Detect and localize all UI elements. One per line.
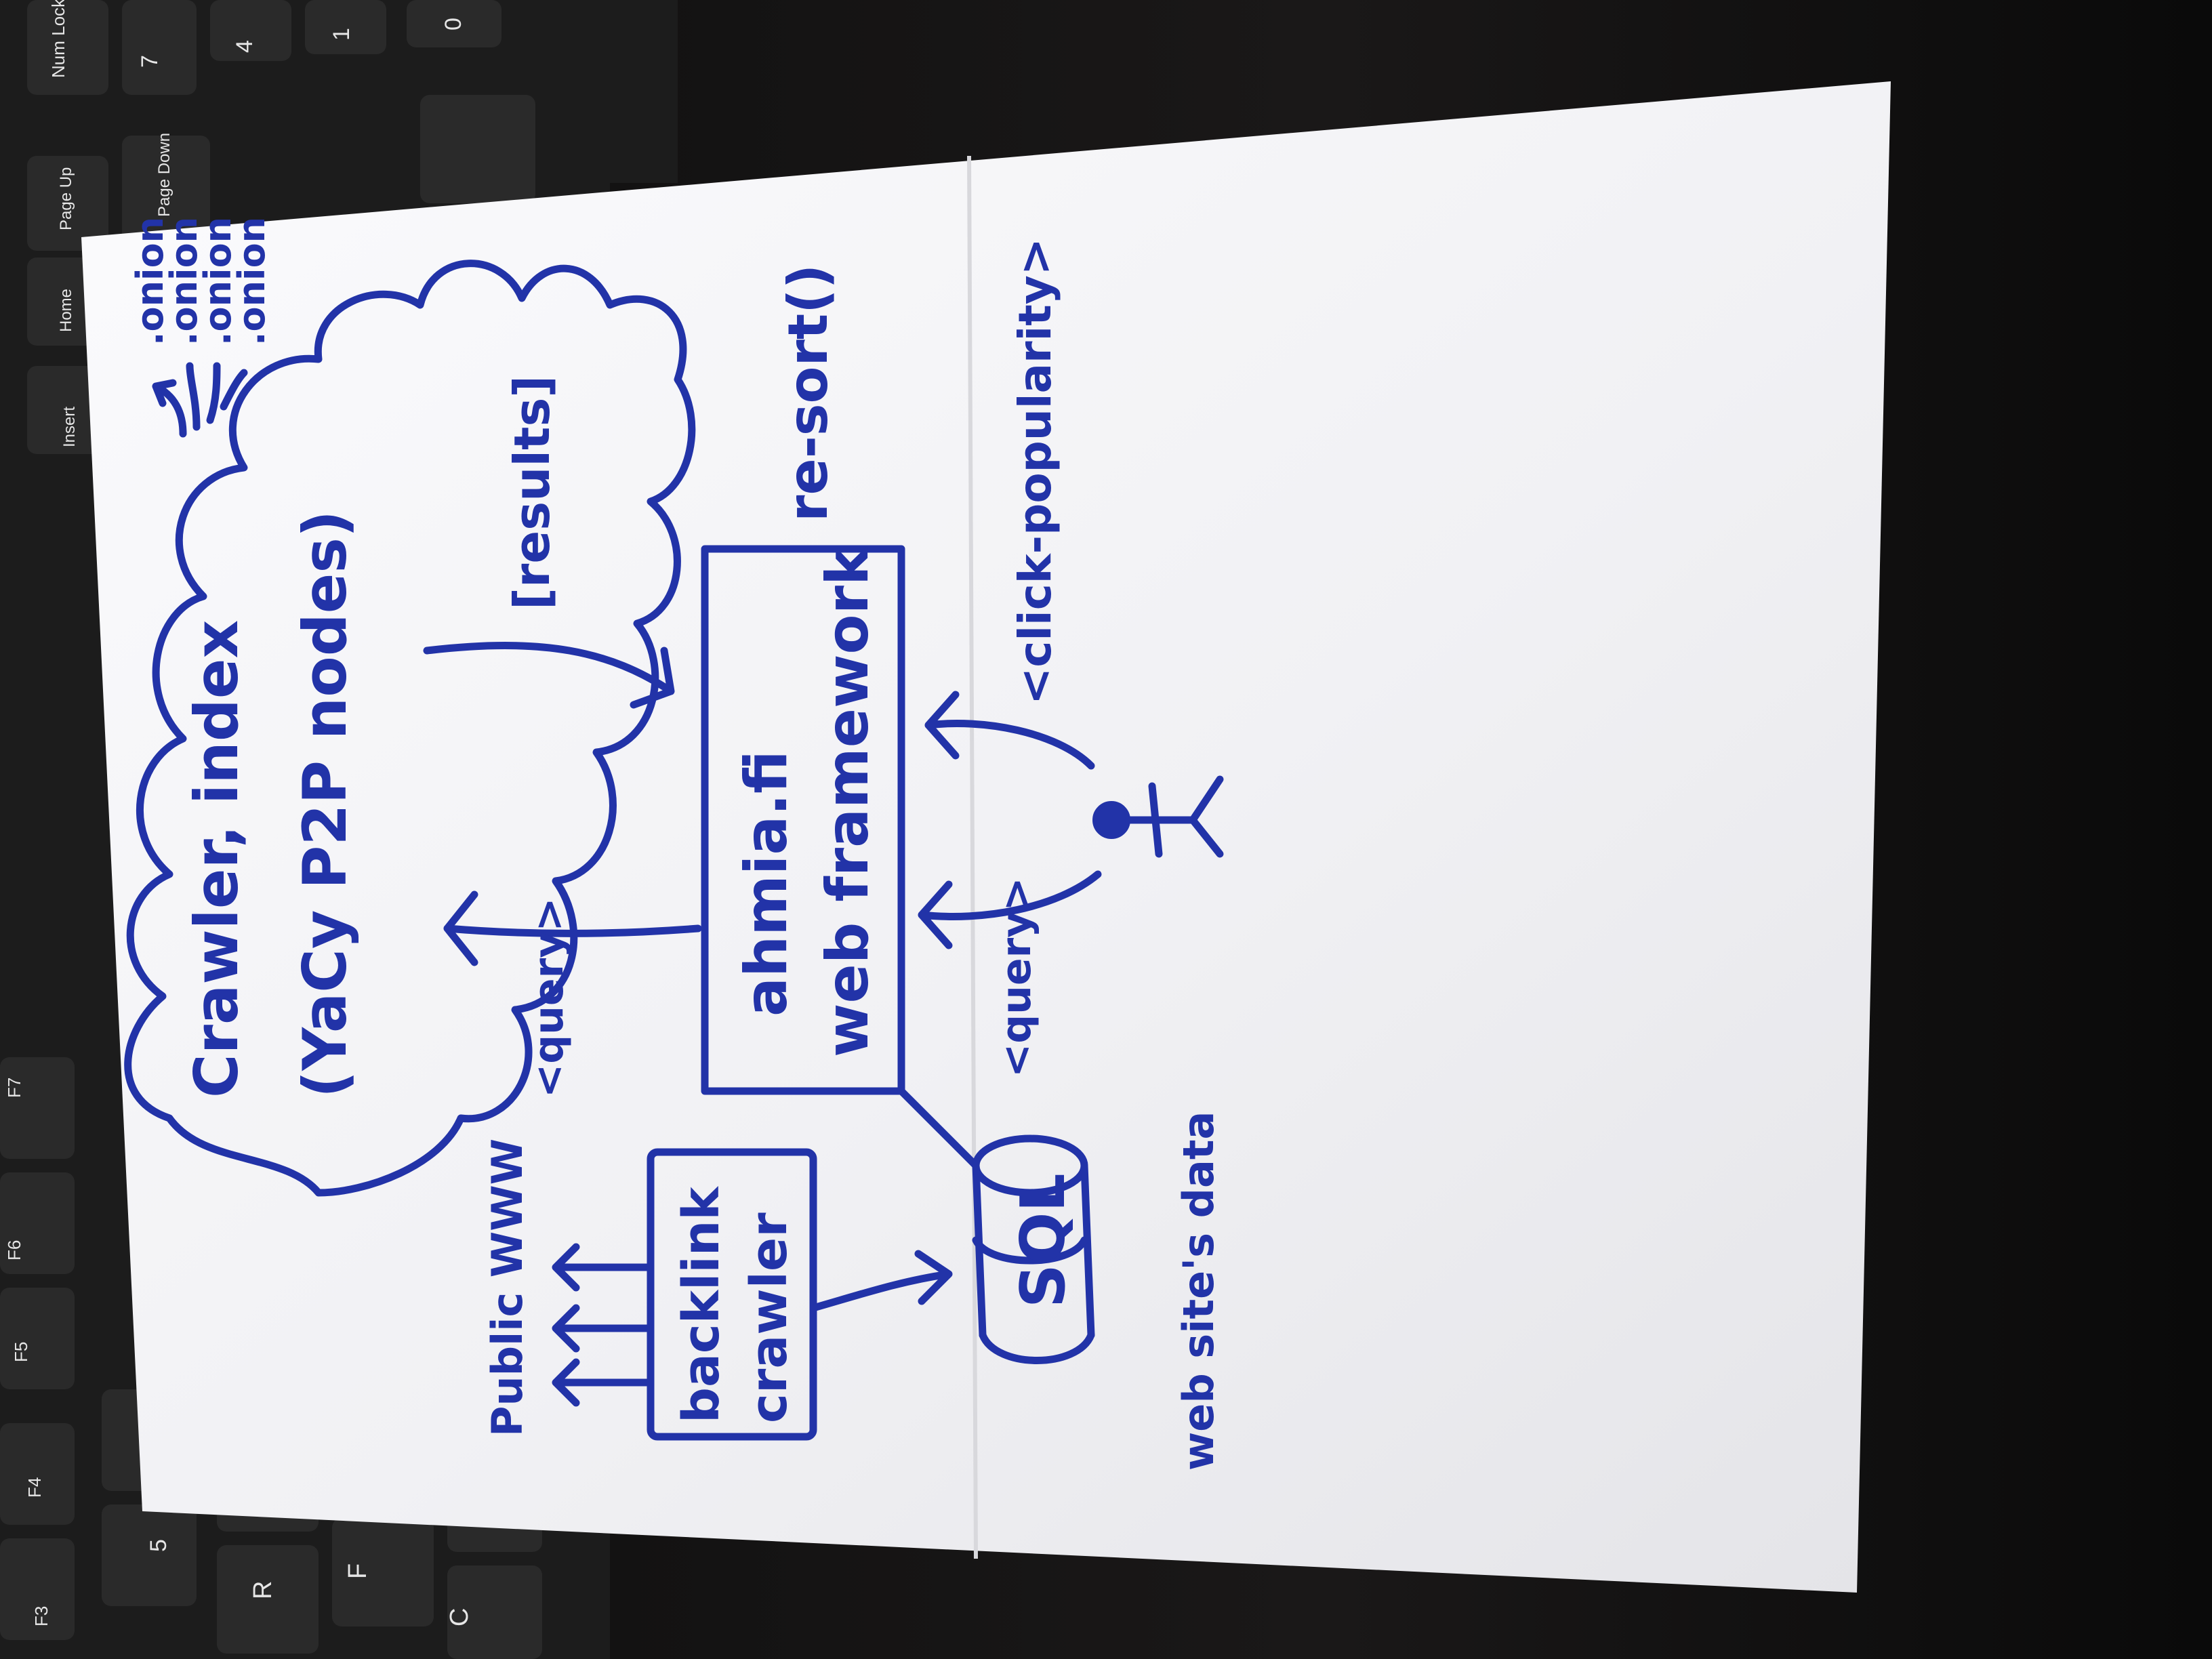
www-arrow-3: [552, 1358, 655, 1407]
onion-arrow-3: [206, 362, 221, 424]
key-f: [332, 1518, 434, 1626]
key-page-down: [122, 136, 210, 244]
onion-label-4: .onion: [230, 217, 273, 346]
www-arrow-2: [552, 1304, 655, 1353]
onion-arrow-4: [220, 369, 248, 411]
numpad-keys: Num Lock 7 4 1 0: [27, 0, 501, 95]
paper-fold: [967, 155, 978, 1559]
click-popularity-label: <click-popularity>: [1009, 238, 1061, 705]
diagram: Crawler, index (YaCy P2P nodes) .onion .…: [124, 217, 1224, 1471]
onion-arrow-1: [152, 379, 187, 438]
sql-cylinder-body: [972, 1162, 1095, 1339]
public-www-label: Public WWW: [483, 1139, 532, 1437]
web-framework-line-1: ahmia.fi: [733, 750, 800, 1017]
key-page-up-label: Page Up: [57, 167, 75, 230]
sql-cylinder: SQL: [972, 1134, 1095, 1364]
query-label-top: <query>: [525, 897, 573, 1098]
key-r: [217, 1545, 319, 1654]
key-r-label: R: [249, 1581, 277, 1599]
sql-caption: web site's data: [1174, 1111, 1223, 1471]
key-insert-label: Insert: [60, 407, 79, 447]
key-4-label: 4: [232, 40, 258, 53]
backlink-line-1: backlink: [672, 1186, 731, 1423]
key-f6-label: F6: [4, 1240, 24, 1261]
key-1-label: 1: [329, 28, 354, 41]
sql-label: SQL: [1008, 1173, 1079, 1308]
key-f6: [0, 1172, 75, 1274]
key-f4-label: F4: [24, 1477, 45, 1498]
onion-label-2: .onion: [163, 217, 205, 346]
click-popularity-arrow: [924, 691, 1095, 770]
key-home-label: Home: [57, 289, 75, 332]
key-1: [305, 0, 386, 54]
web-framework-box: [701, 545, 905, 1095]
key-f5-label: F5: [11, 1342, 31, 1362]
web-framework-line-2: web framework: [814, 546, 882, 1057]
key-f5: [0, 1288, 75, 1389]
framework-sql-line: [897, 1087, 980, 1170]
function-keys: F7 F6 F5 F4 F3: [0, 1057, 75, 1640]
user-figure: [1092, 775, 1224, 858]
query-arrow-bottom: [918, 870, 1102, 949]
results-arrow: [423, 642, 675, 709]
key-c: [447, 1565, 542, 1659]
cloud-line-2: (YaCy P2P nodes): [290, 510, 360, 1098]
query-arrow-top: [443, 890, 702, 966]
key-arrow: [420, 95, 535, 203]
key-page-down-label: Page Down: [155, 133, 173, 217]
key-0-label: 0: [441, 18, 466, 30]
key-f-label: F: [344, 1563, 372, 1579]
key-f7-label: F7: [4, 1078, 24, 1098]
backlink-sql-arrow: [809, 1250, 953, 1312]
onion-label-3: .onion: [197, 217, 239, 346]
cloud-line-1: Crawler, index: [182, 620, 251, 1098]
key-7-label: 7: [137, 55, 163, 68]
www-arrow-1: [552, 1243, 655, 1292]
paper-sheet: [81, 81, 1891, 1593]
backlink-crawler-box: [647, 1148, 817, 1441]
key-f3: [0, 1538, 75, 1640]
key-num-lock-label: Num Lock: [48, 0, 68, 78]
sql-cylinder-bottom: [979, 1331, 1095, 1364]
user-head: [1092, 801, 1130, 839]
onion-arrow-2: [186, 362, 201, 431]
key-4: [210, 0, 291, 61]
key-7: [122, 0, 197, 95]
key-5: [102, 1504, 197, 1606]
key-c-label: C: [445, 1608, 474, 1626]
key-insert: [27, 366, 108, 454]
user-body: [1124, 775, 1224, 858]
resort-label: re-sort(): [777, 264, 840, 522]
backlink-line-2: crawler: [740, 1212, 798, 1423]
results-label: [results]: [504, 375, 560, 610]
key-5-label: 5: [146, 1539, 171, 1552]
onion-label-1: .onion: [129, 217, 171, 346]
key-f4: [0, 1423, 75, 1525]
key-page-up: [27, 156, 108, 251]
key-0: [407, 0, 501, 47]
query-label-bottom: <query>: [993, 877, 1040, 1078]
key-f3-label: F3: [31, 1606, 52, 1626]
sql-cylinder-band: [972, 1236, 1088, 1265]
cloud-crawler-index: [124, 260, 696, 1197]
key-num-lock: [27, 0, 108, 95]
key-f7: [0, 1057, 75, 1159]
onion-arrows: .onion .onion .onion .onion: [129, 217, 273, 438]
public-www-arrows: [552, 1243, 655, 1407]
